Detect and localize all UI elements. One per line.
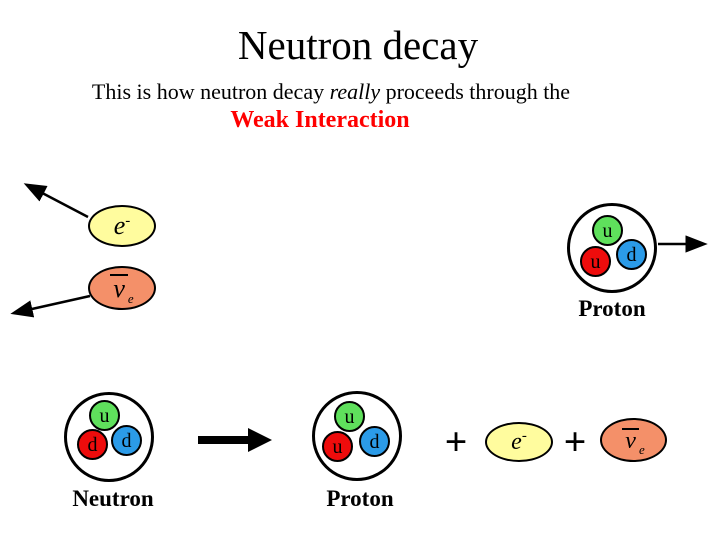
subtitle-pre: This is how neutron decay bbox=[91, 79, 330, 104]
down-quark-blue: d bbox=[616, 239, 647, 270]
electron-particle-bottom: e- bbox=[485, 422, 553, 462]
decay-arrow bbox=[198, 428, 272, 452]
nu-letter: ν bbox=[113, 274, 125, 303]
page-title: Neutron decay bbox=[237, 22, 479, 68]
nu-overbar: ν bbox=[622, 427, 639, 454]
proton-top-label: Proton bbox=[578, 296, 646, 321]
nu-flavor-sub: e bbox=[127, 291, 134, 306]
quark-letter: d bbox=[626, 243, 637, 266]
up-quark-red: u bbox=[580, 246, 611, 277]
electron-symbol: e- bbox=[511, 428, 527, 455]
down-quark-blue: d bbox=[359, 426, 390, 457]
electron-symbol: e- bbox=[114, 213, 131, 239]
weak-interaction-label: Weak Interaction bbox=[230, 107, 410, 133]
electron-charge: - bbox=[521, 428, 527, 444]
quark-letter: u bbox=[99, 404, 110, 427]
quark-letter: d bbox=[369, 430, 380, 453]
up-quark-red: u bbox=[322, 431, 353, 462]
neutron-circle: u d d bbox=[64, 392, 154, 482]
down-quark-red: d bbox=[77, 429, 108, 460]
antineutrino-emission-arrow bbox=[10, 294, 91, 318]
nu-letter: ν bbox=[625, 427, 636, 454]
up-quark-green: u bbox=[592, 215, 623, 246]
quark-letter: d bbox=[121, 429, 132, 452]
up-quark-green: u bbox=[334, 401, 365, 432]
quark-letter: u bbox=[602, 219, 613, 242]
electron-charge: - bbox=[125, 213, 131, 229]
quark-letter: d bbox=[87, 433, 98, 456]
electron-particle-top: e- bbox=[88, 205, 156, 247]
proton-circle-top: u u d bbox=[567, 203, 657, 293]
quark-letter: u bbox=[344, 405, 355, 428]
proton-circle-bottom: u u d bbox=[312, 391, 402, 481]
subtitle-emphasis: really bbox=[329, 79, 381, 104]
subtitle-post: proceeds through the bbox=[380, 79, 571, 104]
up-quark-green: u bbox=[89, 400, 120, 431]
electron-letter: e bbox=[113, 211, 126, 240]
neutron-label: Neutron bbox=[72, 486, 154, 511]
slide-subtitle: This is how neutron decay really proceed… bbox=[0, 79, 662, 105]
electron-letter: e bbox=[511, 429, 522, 455]
nu-flavor-sub: e bbox=[638, 441, 645, 457]
nu-overbar: ν bbox=[110, 274, 128, 303]
down-quark-blue: d bbox=[111, 425, 142, 456]
proton-recoil-arrow bbox=[658, 235, 708, 253]
electron-emission-arrow bbox=[23, 183, 89, 219]
quark-letter: u bbox=[332, 435, 343, 458]
plus-sign-2: + bbox=[563, 419, 587, 464]
proton-bottom-label: Proton bbox=[326, 486, 394, 511]
plus-sign-1: + bbox=[444, 419, 468, 464]
quark-letter: u bbox=[590, 250, 601, 273]
